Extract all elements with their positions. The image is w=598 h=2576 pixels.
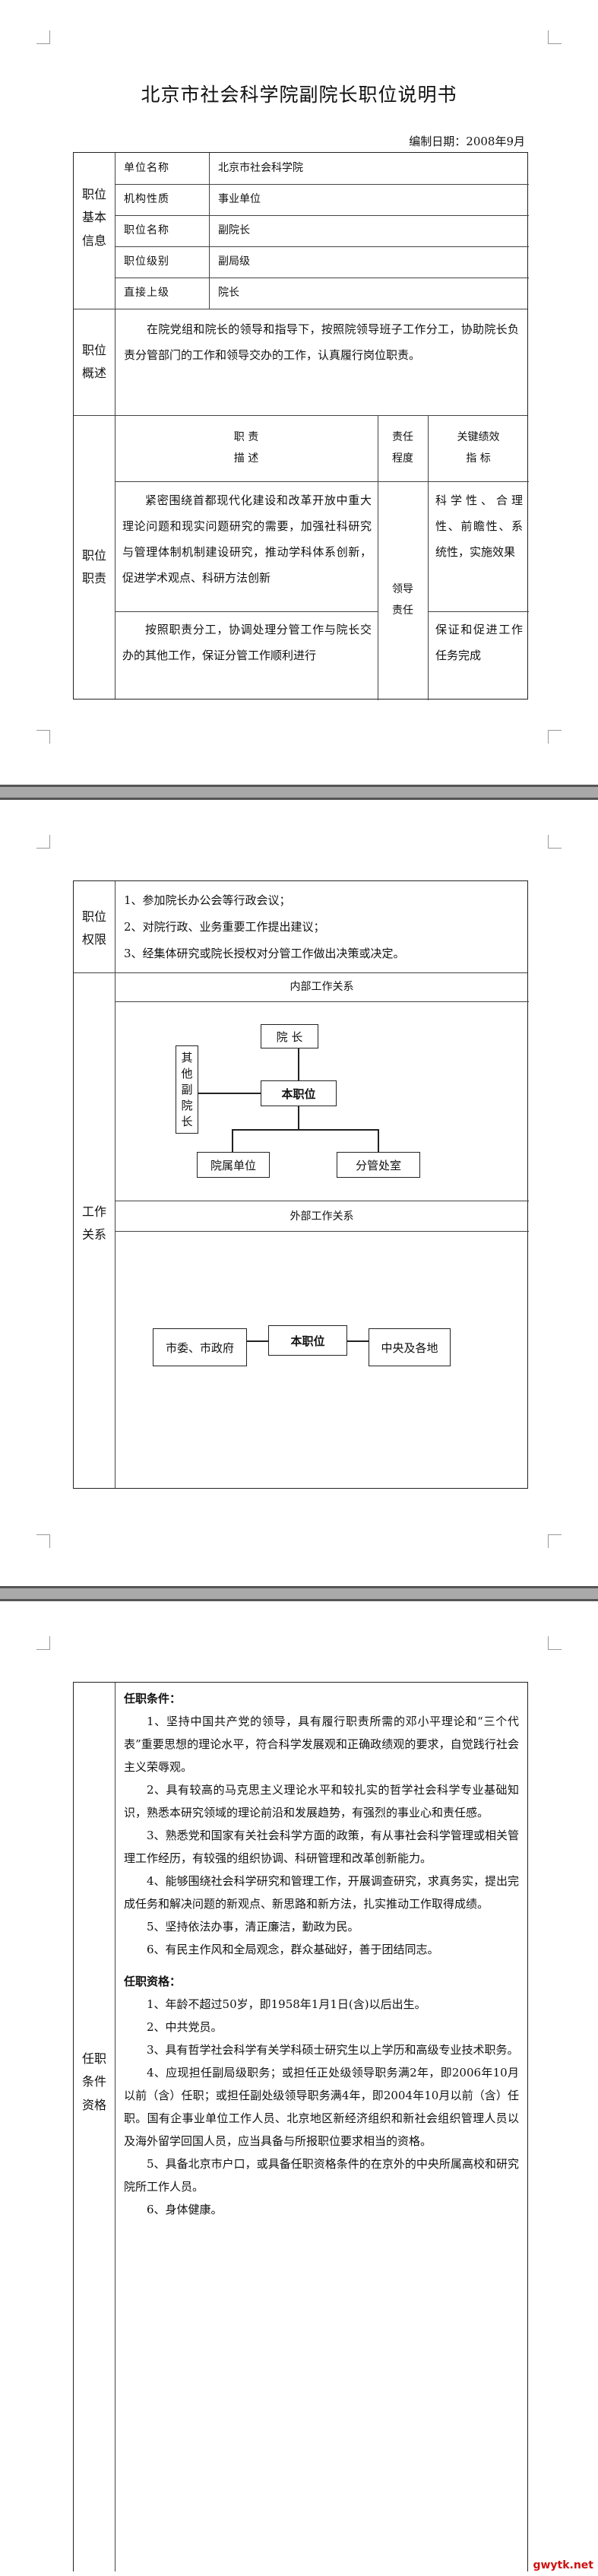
basic-info-key: 单位名称 — [124, 162, 169, 174]
municipal-gov-box: 市委、市政府 — [153, 1328, 247, 1366]
overview-label: 职位概述 — [81, 343, 106, 381]
duties-label: 职位职责 — [81, 548, 106, 586]
authority-item: 2、对院行政、业务重要工作提出建议； — [124, 920, 325, 934]
basic-info-value: 事业单位 — [218, 193, 261, 205]
page-1: 北京市社会科学院副院长职位说明书 编制日期：2008年9月 职位基本信息 单位名… — [0, 0, 598, 760]
duty-desc-header: 职 责描 述 — [233, 431, 259, 465]
condition-item: 4、能够围绕社会科学研究和管理工作，开展调查研究，求真务实，提出完成任务和解决问… — [124, 1874, 519, 1911]
watermark: gwytk.net — [533, 2559, 593, 2571]
self-position-box: 本职位 — [261, 1080, 337, 1106]
job-table-part-1: 职位基本信息 单位名称 北京市社会科学院机构性质 事业单位职位名称 副院长职位级别 副局… — [73, 152, 529, 700]
external-relations-title: 外部工作关系 — [290, 1210, 354, 1223]
basic-info-key: 职位名称 — [124, 224, 169, 236]
basic-info-key: 直接上级 — [124, 287, 169, 299]
duty-kpi-1: 科学性、合理性、前瞻性、系统性，实施效果 — [435, 493, 523, 559]
page-break-2 — [0, 1586, 598, 1601]
subordinate-units-box: 院属单位 — [197, 1152, 270, 1178]
authority-item: 3、经集体研究或院长授权对分管工作做出决策或决定。 — [124, 947, 405, 960]
basic-info-label: 职位基本信息 — [81, 187, 106, 248]
duty-desc-2: 按照职责分工，协调处理分管工作与院长交办的其他工作，保证分管工作顺利进行 — [122, 623, 372, 662]
page-2: 职位权限 1、参加院长办公会等行政会议； 2、对院行政、业务重要工作提出建议； 3、… — [0, 804, 598, 1565]
eligibility-item: 5、具备北京市户口，或具备任职资格条件的在京外的中央所属高校和研究院所工作人员。 — [124, 2157, 519, 2194]
eligibility-item: 6、身体健康。 — [147, 2203, 223, 2216]
duty-kpi-header: 关键绩效指 标 — [457, 431, 500, 465]
relations-label: 工作关系 — [81, 1204, 106, 1242]
authority-label: 职位权限 — [81, 909, 106, 947]
job-table-part-3: 任职条件资格 任职条件： 1、坚持中国共产党的领导，具有履行职责所需的邓小平理论… — [73, 1682, 528, 2571]
other-vp-box: 其他副院长 — [176, 1045, 198, 1134]
page-title: 北京市社会科学院副院长职位说明书 — [141, 84, 457, 106]
qualifications-label: 任职条件资格 — [81, 2051, 106, 2112]
condition-item: 1、坚持中国共产党的领导，具有履行职责所需的邓小平理论和“三个代表”重要思想的理… — [124, 1715, 519, 1774]
condition-item: 5、坚持依法办事，清正廉洁，勤政为民。 — [147, 1920, 359, 1934]
duty-kpi-2: 保证和促进工作任务完成 — [435, 623, 523, 662]
self-position-external-box: 本职位 — [268, 1325, 347, 1356]
authority-item: 1、参加院长办公会等行政会议； — [124, 893, 291, 907]
eligibility-item: 4、应现担任副局级职务；或担任正处级领导职务满2年，即2006年10月以前（含）… — [124, 2066, 519, 2148]
duty-degree-header: 责任程度 — [392, 431, 413, 465]
basic-info-value: 院长 — [218, 287, 239, 299]
qualifications-content: 任职条件： 1、坚持中国共产党的领导，具有履行职责所需的邓小平理论和“三个代表”… — [124, 1687, 519, 2221]
basic-info-value: 副院长 — [218, 224, 250, 236]
eligibility-item: 3、具有哲学社会科学有关学科硕士研究生以上学历和高级专业技术职务。 — [147, 2043, 519, 2057]
duty-desc-1: 紧密围绕首都现代化建设和改革开放中重大理论问题和现实问题研究的需要，加强社科研究… — [122, 493, 372, 585]
job-table-part-2: 职位权限 1、参加院长办公会等行政会议； 2、对院行政、业务重要工作提出建议； 3、… — [73, 880, 529, 1489]
page-break-1 — [0, 785, 598, 800]
internal-relations-title: 内部工作关系 — [290, 981, 354, 993]
departments-box: 分管处室 — [337, 1152, 420, 1178]
compile-date: 编制日期：2008年9月 — [409, 135, 525, 148]
duty-degree: 领导责任 — [392, 583, 413, 617]
condition-item: 6、有民主作风和全局观念，群众基础好，善于团结同志。 — [147, 1943, 439, 1956]
central-local-box: 中央及各地 — [369, 1328, 451, 1366]
condition-item: 3、熟悉党和国家有关社会科学方面的政策，有从事社会科学管理或相关管理工作经历，有… — [124, 1829, 519, 1865]
condition-item: 2、具有较高的马克思主义理论水平和较扎实的哲学社会科学专业基础知识，熟悉本研究领… — [124, 1783, 519, 1819]
president-box: 院 长 — [261, 1024, 318, 1048]
eligibility-title: 任职资格： — [124, 1975, 182, 1988]
basic-info-value: 北京市社会科学院 — [218, 162, 303, 174]
page-3: 任职条件资格 任职条件： 1、坚持中国共产党的领导，具有履行职责所需的邓小平理论… — [0, 1606, 598, 2576]
basic-info-value: 副局级 — [218, 255, 250, 268]
eligibility-item: 2、中共党员。 — [147, 2020, 223, 2034]
eligibility-item: 1、年龄不超过50岁，即1958年1月1日(含)以后出生。 — [147, 1997, 426, 2011]
conditions-title: 任职条件： — [124, 1692, 182, 1705]
basic-info-key: 机构性质 — [124, 193, 169, 205]
basic-info-key: 职位级别 — [124, 255, 169, 268]
overview-text: 在院党组和院长的领导和指导下，按照院领导班子工作分工，协助院长负责分管部门的工作… — [124, 322, 519, 362]
